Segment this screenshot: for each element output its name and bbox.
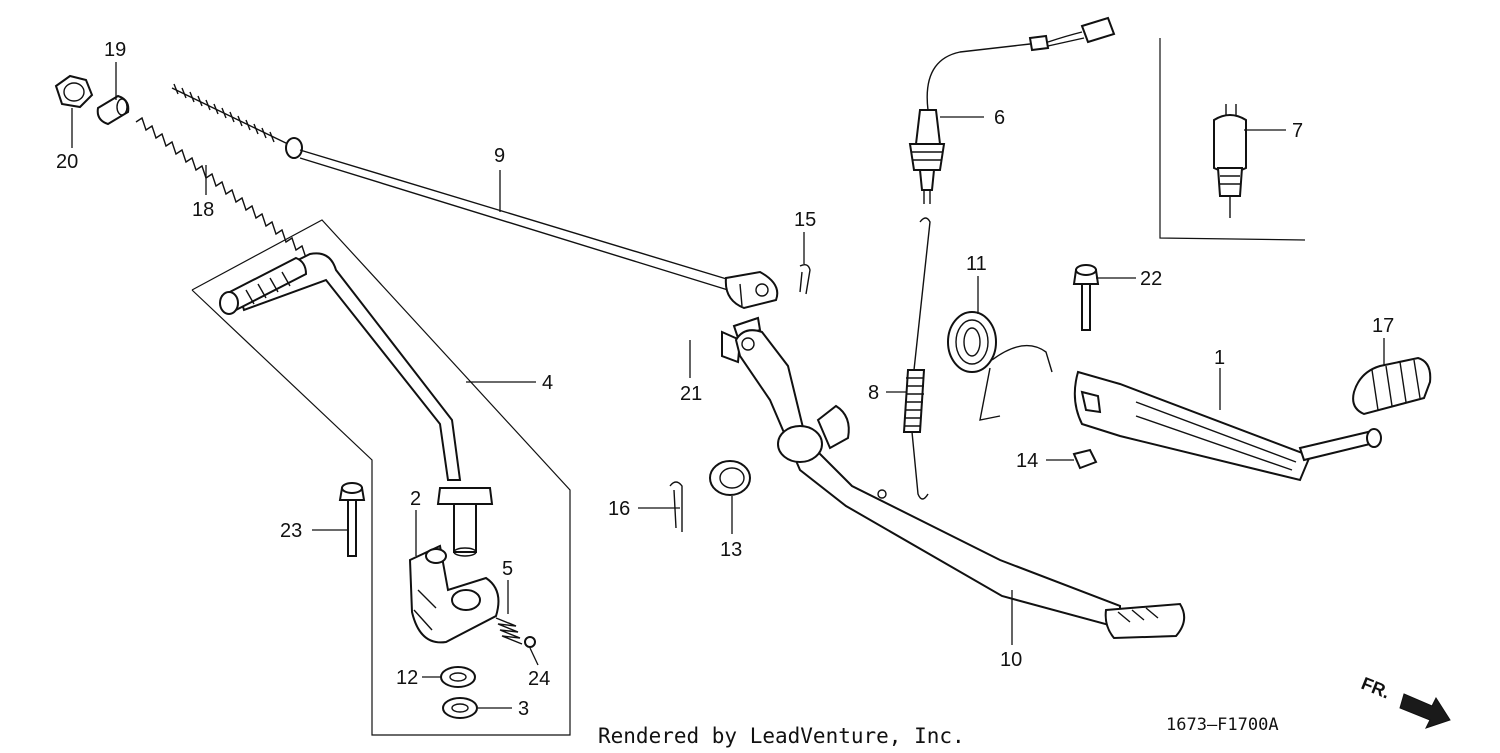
callout-8: 8: [868, 382, 879, 404]
ball-part-24: [524, 636, 536, 648]
callout-10: 10: [1000, 649, 1022, 671]
spring-part-5: [495, 617, 523, 645]
nut-part-14: [1072, 448, 1098, 470]
render-credit: Rendered by LeadVenture, Inc.: [598, 724, 965, 748]
bolt-part-23: [338, 482, 366, 557]
callout-23: 23: [280, 520, 302, 542]
return-spring-part-11: [947, 311, 1053, 421]
callout-12: 12: [396, 667, 418, 689]
joint-part-2: [408, 544, 500, 644]
collar-part-19: [96, 94, 130, 126]
spring-part-18: [135, 116, 337, 283]
callout-13: 13: [720, 539, 742, 561]
callout-7: 7: [1292, 120, 1303, 142]
spring-part-8: [902, 217, 931, 500]
callout-19: 19: [104, 39, 126, 61]
callout-5: 5: [502, 558, 513, 580]
callout-6: 6: [994, 107, 1005, 129]
callout-21: 21: [680, 383, 702, 405]
callout-1: 1: [1214, 347, 1225, 369]
nut-part-20: [54, 74, 94, 109]
callout-22: 22: [1140, 268, 1162, 290]
diagram-code: 1673–F1700A: [1166, 715, 1279, 735]
callout-3: 3: [518, 698, 529, 720]
rubber-part-17: [1352, 356, 1432, 416]
kick-lever-part-4: [219, 252, 494, 557]
kick-lever-group-frame: [191, 219, 571, 736]
washer-part-12: [440, 666, 476, 688]
leader-lines: [71, 62, 1385, 709]
front-direction-arrow-icon: FR.: [1359, 673, 1451, 729]
callout-16: 16: [608, 498, 630, 520]
callout-2: 2: [410, 488, 421, 510]
brake-pedal-part-10: [734, 329, 1186, 640]
callout-4: 4: [542, 372, 553, 394]
cotter-pin-part-16: [669, 481, 683, 532]
callout-20: 20: [56, 151, 78, 173]
callout-14: 14: [1016, 450, 1038, 472]
brake-rod-part-9: [171, 83, 779, 310]
callout-9: 9: [494, 145, 505, 167]
callout-17: 17: [1372, 315, 1394, 337]
callout-11: 11: [966, 253, 987, 275]
stop-switch-part-6: [908, 16, 1116, 204]
cotter-pin-part-15: [799, 263, 811, 295]
callout-15: 15: [794, 209, 816, 231]
callout-18: 18: [192, 199, 214, 221]
callout-24: 24: [528, 668, 550, 690]
bolt-part-22: [1072, 264, 1100, 331]
stop-switch-part-7: [1213, 104, 1247, 218]
direction-label: FR.: [1359, 673, 1393, 702]
circlip-part-3: [442, 697, 478, 719]
seal-part-13: [709, 460, 751, 496]
switch-inset-frame: [1159, 38, 1306, 241]
kick-arm-part-1: [1073, 370, 1382, 482]
